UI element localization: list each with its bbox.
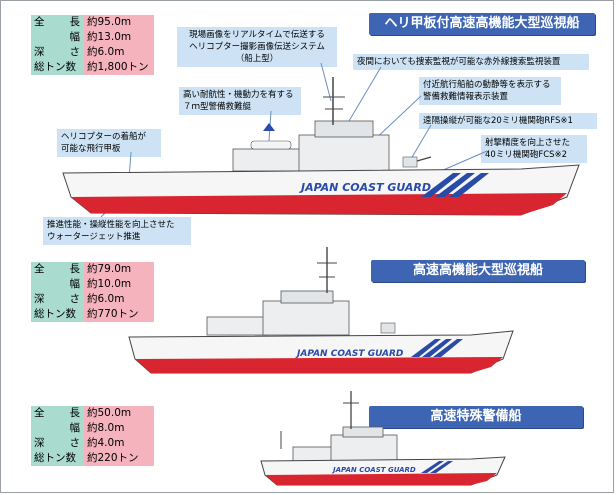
spec-value: 約8.0m — [84, 421, 154, 436]
ship-title-2: 高速高機能大型巡視船 — [371, 260, 585, 282]
ship-title-3: 高速特殊警備船 — [369, 406, 583, 428]
spec-table-2: 全長 約79.0m 幅 約10.0m 深さ 約6.0m 総トン数 約770トン — [31, 262, 154, 322]
spec-value: 約50.0m — [84, 406, 154, 421]
spec-value: 約6.0m — [84, 292, 154, 307]
spec-label: 全長 — [31, 262, 84, 277]
spec-value: 約1,800トン — [84, 60, 154, 75]
hull-text-2: JAPAN COAST GUARD — [295, 349, 404, 359]
spec-label: 全長 — [31, 15, 84, 30]
callout-flight-deck: ヘリコプターの着船が 可能な飛行甲板 — [57, 129, 161, 157]
spec-label: 深さ — [31, 292, 84, 307]
spec-label: 深さ — [31, 45, 84, 60]
hull-text-1: JAPAN COAST GUARD — [299, 181, 431, 194]
spec-label: 幅 — [31, 277, 84, 292]
callout-info-display: 付近航行船舶の動静等を表示する 警備救難情報表示装置 — [419, 77, 561, 105]
spec-value: 約6.0m — [84, 45, 154, 60]
spec-value: 約220トン — [84, 451, 154, 466]
spec-table-1: 全長 約95.0m 幅 約13.0m 深さ 約6.0m 総トン数 約1,800ト… — [31, 15, 154, 75]
callout-infrared: 夜間においても捜索監視が可能な赤外線捜索監視装置 — [353, 54, 589, 70]
callout-video-system: 現場画像をリアルタイムで伝送する ヘリコプター撮影画像伝送システム （船上型） — [177, 27, 337, 67]
callout-rescue-boat: 高い耐航性・機動力を有する ７ｍ型警備救難艇 — [179, 87, 301, 115]
spec-value: 約770トン — [84, 307, 154, 322]
callout-fcs: 射撃精度を向上させた 40ミリ機関砲FCS※2 — [481, 135, 587, 163]
spec-label: 総トン数 — [31, 60, 84, 75]
spec-label: 深さ — [31, 436, 84, 451]
spec-label: 全長 — [31, 406, 84, 421]
spec-label: 総トン数 — [31, 307, 84, 322]
hull-text-3: JAPAN COAST GUARD — [331, 466, 416, 474]
spec-value: 約4.0m — [84, 436, 154, 451]
spec-label: 幅 — [31, 30, 84, 45]
spec-value: 約10.0m — [84, 277, 154, 292]
callout-waterjet: 推進性能・操縦性能を向上させた ウォータージェット推進 — [43, 217, 191, 245]
spec-label: 幅 — [31, 421, 84, 436]
spec-value: 約95.0m — [84, 15, 154, 30]
spec-label: 総トン数 — [31, 451, 84, 466]
ship-title-1: ヘリ甲板付高速高機能大型巡視船 — [369, 13, 595, 35]
spec-table-3: 全長 約50.0m 幅 約8.0m 深さ 約4.0m 総トン数 約220トン — [31, 406, 154, 466]
spec-value: 約13.0m — [84, 30, 154, 45]
spec-value: 約79.0m — [84, 262, 154, 277]
callout-rfs: 遠隔操縦が可能な20ミリ機関砲RFS※1 — [419, 113, 597, 129]
